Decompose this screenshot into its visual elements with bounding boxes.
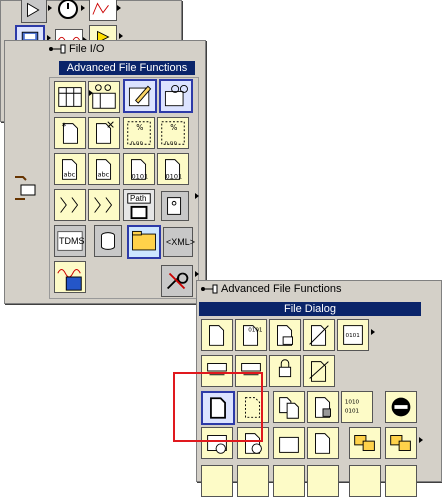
svg-text:0101: 0101 [346, 333, 361, 339]
stop-icon[interactable] [385, 391, 417, 423]
file-type-icon[interactable] [307, 427, 339, 459]
scan-from-file-icon[interactable]: % n.nn [157, 117, 189, 149]
delete-icon[interactable] [307, 391, 339, 423]
more-functions-icon[interactable] [385, 465, 417, 497]
more-functions-icon[interactable] [307, 465, 339, 497]
refnum-to-path-icon[interactable] [269, 319, 301, 351]
svg-text:*: * [62, 121, 67, 132]
path-constant-icon[interactable]: Path [123, 189, 155, 221]
timing-icon[interactable] [55, 0, 81, 21]
set-file-size-icon[interactable] [303, 319, 335, 351]
more-functions-icon[interactable] [201, 465, 233, 497]
advanced-file-functions-title: Advanced File Functions [59, 61, 195, 75]
pin-icon[interactable] [49, 44, 67, 54]
more-functions-icon[interactable] [273, 465, 305, 497]
close-file-icon[interactable] [88, 189, 120, 221]
tdms-icon[interactable]: TDMS [54, 225, 86, 257]
configuration-file-icon[interactable] [161, 265, 193, 297]
write-to-text-file-icon[interactable] [123, 79, 157, 113]
paths-icon[interactable] [11, 171, 45, 205]
xml-icon[interactable]: <XML> [163, 227, 196, 257]
folder-list-icon[interactable] [349, 427, 381, 459]
svg-text:0101: 0101 [248, 327, 263, 333]
file-permissions-icon[interactable] [269, 355, 301, 387]
create-file-icon[interactable]: * [54, 117, 86, 149]
svg-text:n.nn: n.nn [131, 140, 144, 146]
get-file-position-icon[interactable]: 0101 [235, 319, 267, 351]
xml-label: <XML> [166, 237, 196, 247]
read-from-spreadsheet-file-icon[interactable] [54, 81, 86, 113]
delete-file-icon[interactable] [88, 117, 120, 149]
tdms-label: TDMS [59, 236, 85, 246]
file-io-header-label: File I/O [69, 43, 105, 55]
pin-icon[interactable] [201, 284, 219, 294]
file-io-header: File I/O [49, 43, 104, 55]
binary-data-icon[interactable]: 1010 0101 [341, 391, 373, 423]
svg-text:0101: 0101 [132, 172, 149, 180]
move-file-icon[interactable] [303, 355, 335, 387]
svg-text:0101: 0101 [166, 172, 183, 180]
svg-text:abc: abc [63, 171, 75, 179]
advanced-file-functions-header: Advanced File Functions [201, 283, 341, 295]
advanced-file-functions-header-label: Advanced File Functions [221, 283, 342, 295]
express-icon[interactable] [21, 0, 47, 23]
read-from-text-file-icon[interactable] [159, 79, 193, 113]
copy-icon[interactable] [273, 391, 305, 423]
format-into-file-icon[interactable]: % n.nn [123, 117, 155, 149]
open-create-replace-icon[interactable] [54, 189, 86, 221]
zip-icon[interactable] [127, 225, 161, 259]
write-binary-file-icon[interactable]: 0101 [123, 153, 155, 185]
file-binary-icon[interactable]: 0101 [337, 319, 369, 351]
highlight-box [173, 372, 263, 442]
svg-text:n.nn: n.nn [165, 140, 178, 146]
file-dialog-selected-icon[interactable] [201, 391, 235, 425]
file-dialog-title: File Dialog [199, 302, 421, 316]
storage-icon[interactable] [94, 225, 122, 257]
file-info-icon[interactable] [237, 427, 269, 459]
get-file-info-icon[interactable] [201, 427, 233, 459]
write-to-spreadsheet-file-icon[interactable] [88, 81, 120, 113]
read-binary-file-icon[interactable]: 0101 [157, 153, 189, 185]
more-functions-icon[interactable] [237, 465, 269, 497]
waveform-file-icon[interactable] [54, 261, 86, 293]
svg-text:1010: 1010 [345, 399, 360, 405]
file-constants-icon[interactable] [161, 191, 189, 221]
new-folder-icon[interactable] [273, 427, 305, 459]
file-io-palette: File I/O Advanced File Functions * % n.nn… [4, 40, 206, 304]
graphics-icon[interactable] [89, 0, 117, 21]
read-text-file-icon[interactable]: abc [88, 153, 120, 185]
svg-text:%: % [136, 123, 143, 132]
list-folder-icon[interactable] [201, 355, 233, 387]
svg-text:abc: abc [97, 171, 109, 179]
copy-file-icon[interactable] [237, 391, 269, 423]
folder-info-icon[interactable] [385, 427, 417, 459]
svg-text:%: % [170, 123, 177, 132]
write-text-file-icon[interactable]: abc [54, 153, 86, 185]
svg-text:0101: 0101 [345, 409, 360, 415]
file-dialog-icon[interactable] [201, 319, 233, 351]
path-label: Path [130, 194, 147, 203]
more-functions-icon[interactable] [349, 465, 381, 497]
